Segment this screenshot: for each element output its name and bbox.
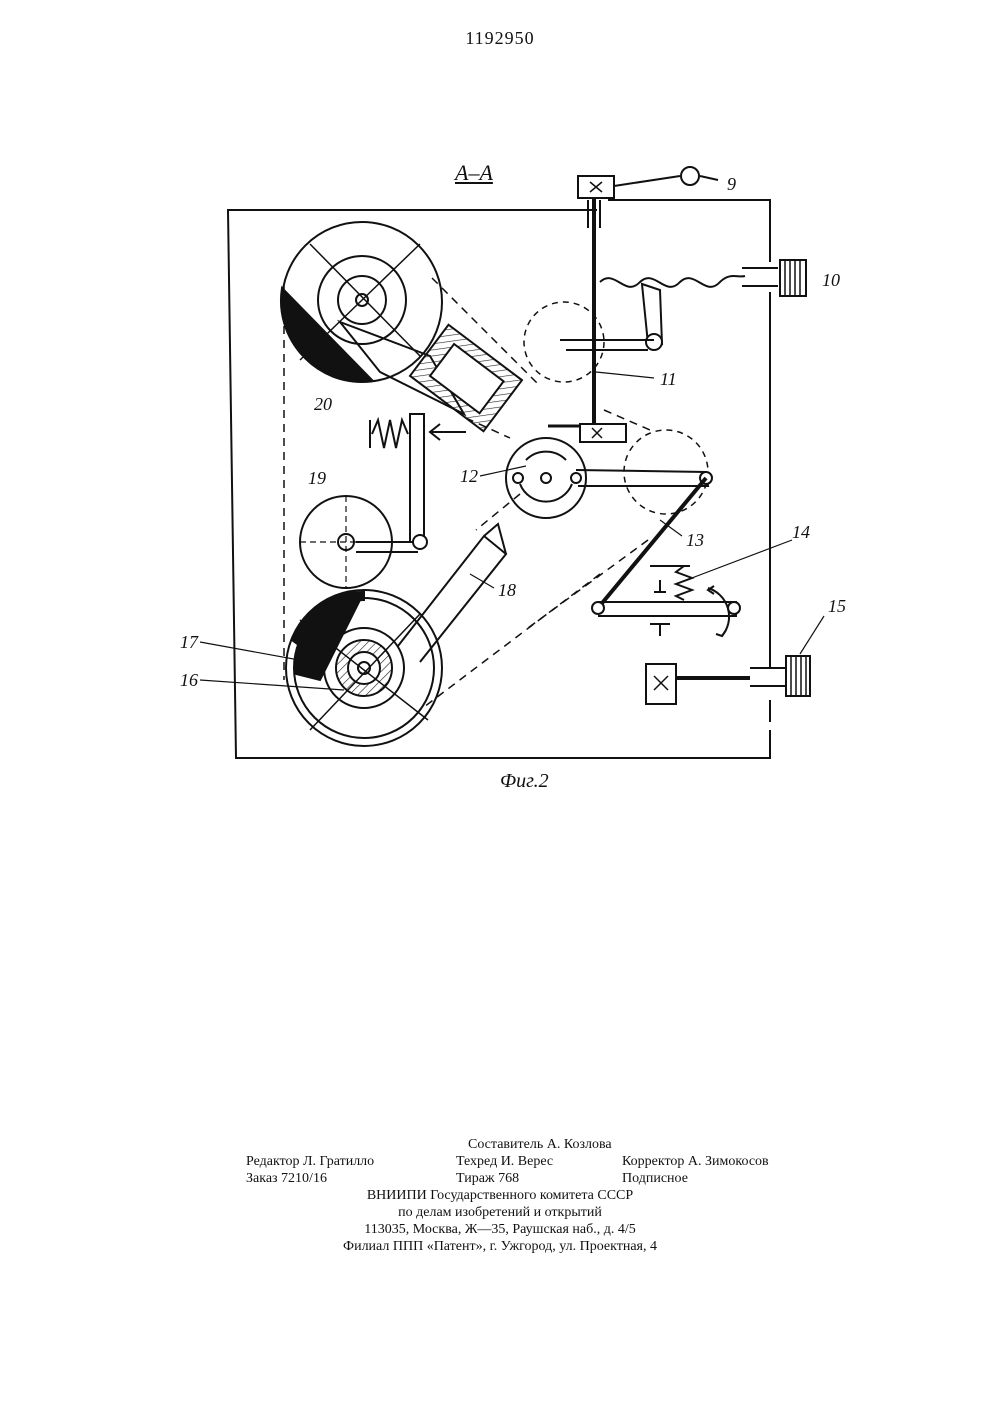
compiler: Составитель А. Козлова <box>468 1136 612 1153</box>
label-15: 15 <box>828 596 846 616</box>
label-16: 16 <box>180 670 198 690</box>
label-20: 20 <box>314 394 332 414</box>
label-10: 10 <box>822 270 840 290</box>
label-14: 14 <box>792 522 810 542</box>
figure-caption: Фиг.2 <box>500 770 549 793</box>
label-17: 17 <box>180 632 199 652</box>
editor: Редактор Л. Гратилло <box>246 1153 374 1170</box>
address: 113035, Москва, Ж—35, Раушская наб., д. … <box>0 1221 1000 1238</box>
label-18: 18 <box>498 580 516 600</box>
org-line-2: по делам изобретений и открытий <box>0 1204 1000 1221</box>
label-11: 11 <box>660 369 677 389</box>
circulation: Тираж 768 <box>456 1170 519 1187</box>
org-line-1: ВНИИПИ Государственного комитета СССР <box>0 1187 1000 1204</box>
label-19: 19 <box>308 468 326 488</box>
subscription: Подписное <box>622 1170 688 1187</box>
label-13: 13 <box>686 530 704 550</box>
label-12: 12 <box>460 466 478 486</box>
branch: Филиал ППП «Патент», г. Ужгород, ул. Про… <box>0 1238 1000 1255</box>
order: Заказ 7210/16 <box>246 1170 327 1187</box>
label-9: 9 <box>727 174 736 194</box>
corrector: Корректор А. Зимокосов <box>622 1153 769 1170</box>
techred: Техред И. Верес <box>456 1153 553 1170</box>
